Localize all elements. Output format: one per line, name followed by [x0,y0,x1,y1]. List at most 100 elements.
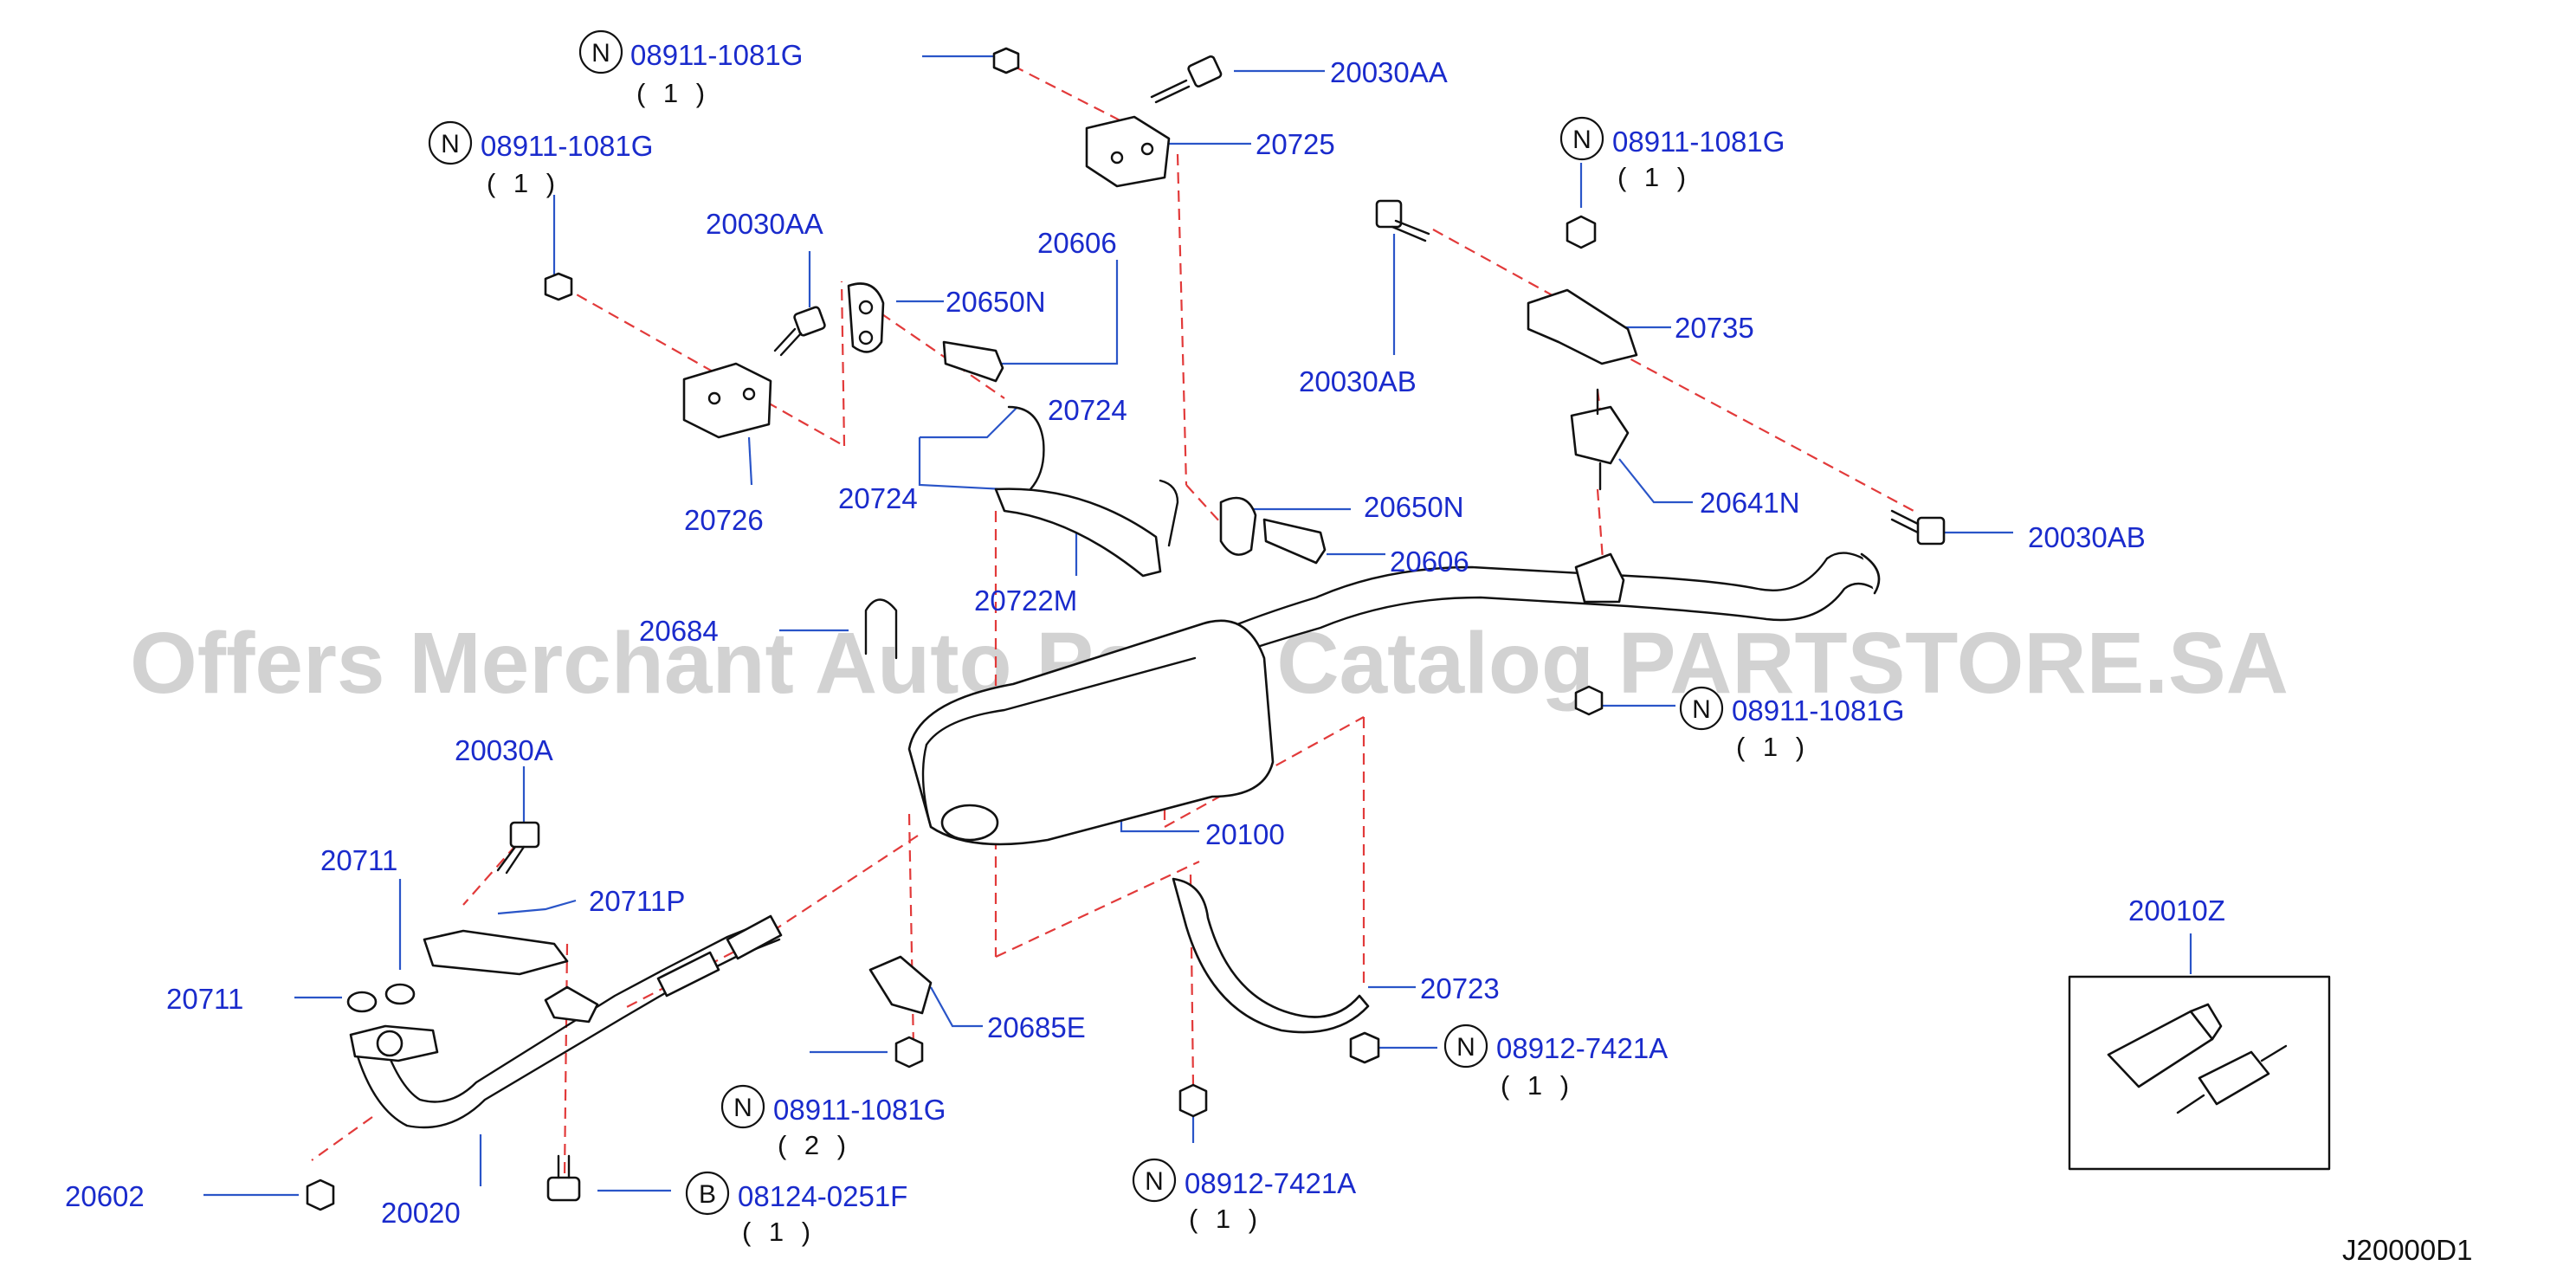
part-label-20100: 20100 [1205,818,1285,850]
nut-drawing [1574,685,1604,716]
svg-text:08911-1081G: 08911-1081G [1732,694,1904,726]
muffler-drawing [907,619,1275,846]
nut-drawing [1349,1031,1380,1064]
svg-text:( 1 ): ( 1 ) [1189,1204,1262,1234]
bracket-drawing [1574,552,1625,604]
part-label-20606: 20606 [1390,546,1469,578]
tail-pipe-drawing [1159,552,1872,660]
bolt-drawing [546,1154,581,1202]
sealant-tube-drawing [2107,1010,2214,1088]
part-label-20650n: 20650N [1364,491,1464,523]
part-label-20722m: 20722M [974,584,1077,617]
nut-drawing [306,1178,335,1211]
svg-text:N: N [591,39,610,68]
part-label-08124-0251f: B 08124-0251F ( 1 ) [685,1171,907,1247]
bolt-drawing [773,306,826,357]
leader-lines [203,55,2192,1197]
front-pipe-drawing [379,918,772,1103]
part-label-20735: 20735 [1675,312,1754,344]
svg-text:( 2 ): ( 2 ) [778,1130,851,1160]
bracket-drawing [682,362,772,439]
svg-text:( 1 ): ( 1 ) [1736,732,1810,762]
bracket-drawing [1085,115,1171,188]
part-label-08911-1081g: N 08911-1081G ( 2 ) [720,1084,946,1160]
part-label-08911-1081g: N 08911-1081G ( 1 ) [1559,116,1785,192]
part-label-20726: 20726 [684,504,764,536]
part-label-20030aa: 20030AA [706,208,823,240]
svg-text:( 1 ): ( 1 ) [1501,1070,1574,1101]
diagram-code: J20000D1 [2342,1234,2472,1266]
part-label-20724: 20724 [1048,394,1127,426]
part-label-20711: 20711 [320,844,397,876]
bracket-drawing [1527,288,1638,365]
gasket-drawing [384,983,416,1005]
tail-pipe-end-drawing [1860,552,1881,595]
front-pipe-drawing [353,938,781,1129]
bolt-drawing [1375,199,1430,242]
part-label-08912-7421a: N 08912-7421A ( 1 ) [1443,1023,1668,1101]
u-bolt-drawing [864,598,898,660]
svg-text:08911-1081G: 08911-1081G [1612,126,1785,158]
svg-text:N: N [1145,1167,1164,1196]
heat-shield-drawing [1172,877,1370,1034]
svg-text:N: N [1456,1033,1475,1062]
hanger-rod-drawing [1159,479,1179,547]
flex-joint-drawing [656,951,720,998]
svg-text:N: N [1572,126,1591,154]
part-label-08911-1081g: N 08911-1081G ( 1 ) [578,29,803,108]
pin-drawing [1262,518,1327,565]
part-label-20030a: 20030A [455,734,553,766]
svg-text:08124-0251F: 08124-0251F [738,1180,907,1212]
svg-text:( 1 ): ( 1 ) [636,78,710,108]
svg-text:( 1 ): ( 1 ) [1617,162,1691,192]
bolt-drawing [1890,509,1946,546]
part-label-20030aa: 20030AA [1330,56,1448,88]
nut-drawing [544,272,573,301]
part-label-20711: 20711 [166,983,243,1015]
part-label-20010z: 20010Z [2128,894,2225,927]
part-label-20724: 20724 [838,482,918,514]
part-label-08911-1081g: N 08911-1081G ( 1 ) [1679,686,1904,762]
clamp-drawing [1570,405,1630,465]
part-label-08911-1081g: N 08911-1081G ( 1 ) [428,120,653,198]
part-drawings [306,47,2331,1211]
svg-text:08911-1081G: 08911-1081G [630,39,803,71]
part-label-20684: 20684 [639,615,719,647]
part-label-20606: 20606 [1037,227,1117,259]
nut-drawing [992,47,1020,74]
part-label-20602: 20602 [65,1180,145,1212]
strap-drawing [994,488,1162,578]
tail-pipe-drawing [1150,582,1876,686]
part-label-20685e: 20685E [987,1011,1086,1043]
clamp-drawing [868,955,933,1015]
svg-text:N: N [441,130,460,158]
part-label-08912-7421a: N 08912-7421A ( 1 ) [1132,1158,1356,1234]
part-label-20020: 20020 [381,1197,461,1229]
sensor-drawing [2198,1050,2270,1106]
pin-drawing [942,340,1004,383]
svg-text:( 1 ): ( 1 ) [487,168,560,198]
svg-text:08912-7421A: 08912-7421A [1496,1032,1668,1064]
svg-text:B: B [699,1180,716,1209]
part-label-20030ab: 20030AB [1299,365,1417,397]
nut-drawing [1566,215,1597,249]
muffler-inlet-drawing [940,804,999,842]
svg-text:N: N [733,1094,752,1122]
kit-box-drawing [2068,975,2331,1171]
part-label-20725: 20725 [1256,128,1335,160]
part-label-20650n: 20650N [946,286,1046,318]
nut-drawing [894,1036,924,1069]
bolt-drawing [1150,55,1223,104]
part-label-20030ab: 20030AB [2028,521,2146,553]
rubber-mount-drawing [847,282,885,353]
svg-text:N: N [1692,695,1711,724]
part-label-20711p: 20711P [589,885,685,917]
bolt-drawing [496,821,540,875]
svg-text:08911-1081G: 08911-1081G [481,130,653,162]
pipe-end-drawing [726,914,783,960]
rubber-mount-drawing [1219,496,1257,556]
part-labels: N 08911-1081G ( 1 ) 20030AA 20725 N 0891… [65,29,2225,1247]
svg-text:( 1 ): ( 1 ) [742,1217,816,1247]
mark-circle [578,29,623,74]
